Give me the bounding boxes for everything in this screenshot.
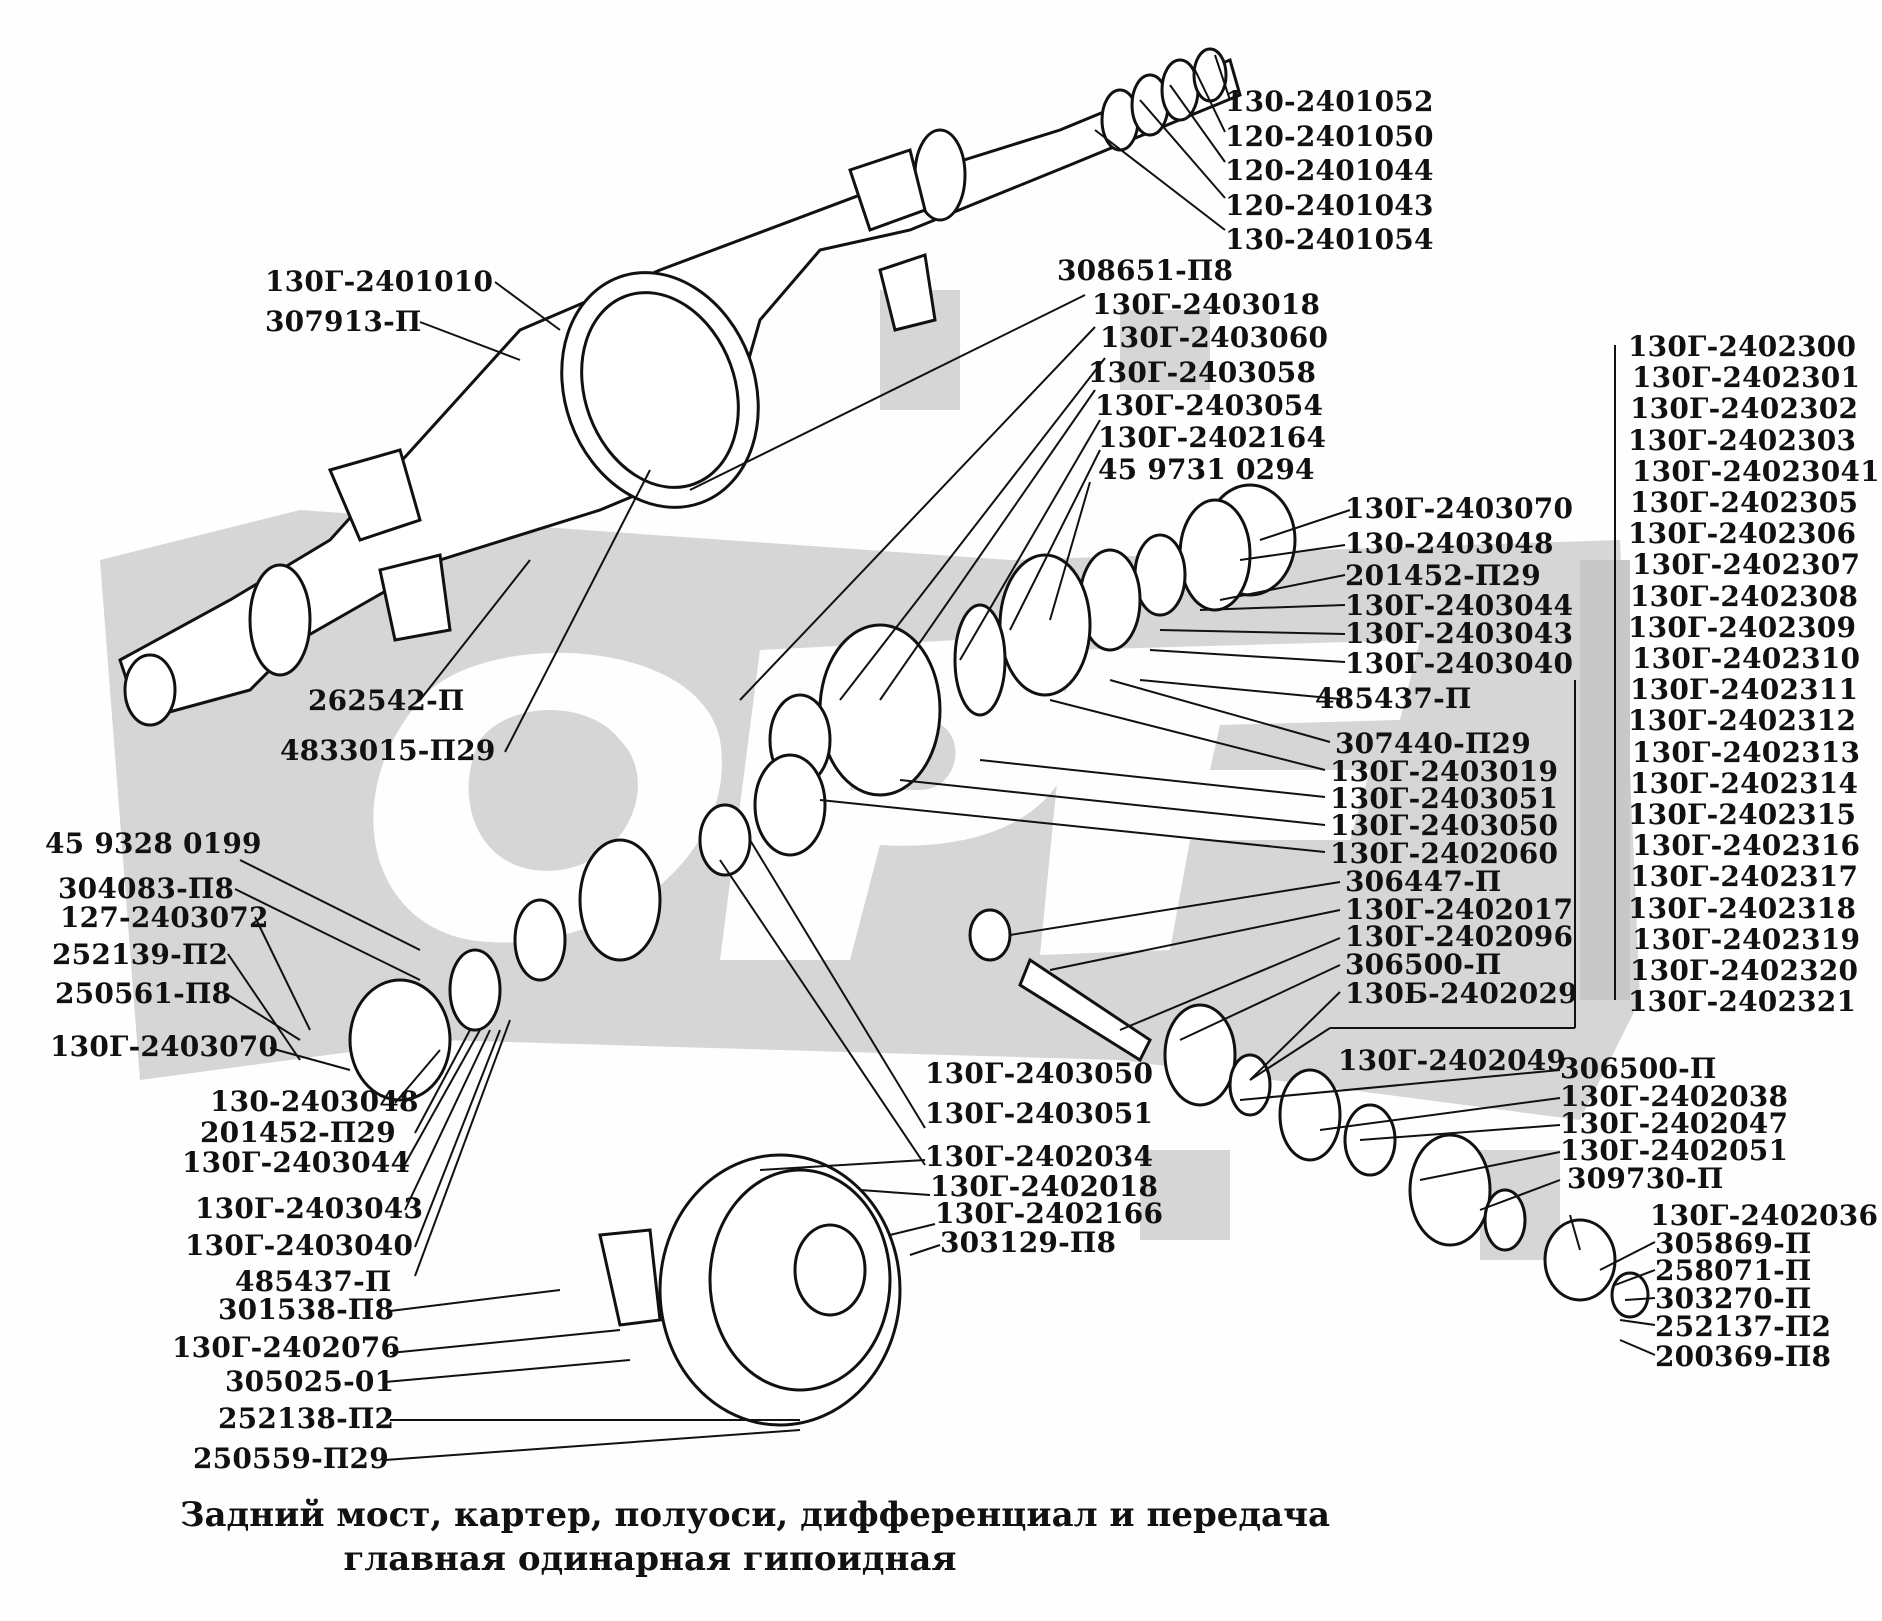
part-label: 130Г-2403050 <box>925 1057 1154 1090</box>
part-label: 252139-П2 <box>52 938 229 971</box>
part-label: 130Г-2403060 <box>1100 321 1329 354</box>
part-label: 130Г-2403070 <box>50 1030 279 1063</box>
part-label: 130-2403048 <box>210 1085 419 1118</box>
leader-lines <box>224 54 1656 1461</box>
part-label: 130Г-2403051 <box>1330 782 1559 815</box>
ratio-list-item: 130Г-2402316 <box>1632 829 1861 862</box>
ratio-list-item: 130Г-2402303 <box>1628 424 1857 457</box>
part-label: 130Г-2403040 <box>185 1229 414 1262</box>
ratio-list-item: 130Г-2402311 <box>1630 673 1859 706</box>
part-label: 307913-П <box>265 305 422 338</box>
part-label: 306500-П <box>1345 948 1502 981</box>
part-label: 130-2401052 <box>1225 85 1434 118</box>
part-label: 130Г-2402049 <box>1338 1044 1567 1077</box>
part-label: 130Г-2402166 <box>935 1197 1164 1230</box>
part-label: 130Г-2403044 <box>1345 589 1574 622</box>
part-label: 120-2401050 <box>1225 120 1434 153</box>
part-label: 130Г-2403050 <box>1330 809 1559 842</box>
ratio-list-item: 130Г-2402318 <box>1628 892 1857 925</box>
ratio-list-item: 130Г-2402313 <box>1632 736 1861 769</box>
ratio-list-item: 130Г-24023041 <box>1632 455 1880 488</box>
part-label: 120-2401043 <box>1225 189 1434 222</box>
part-label: 130Г-2402018 <box>930 1170 1159 1203</box>
part-label: 130Г-2402036 <box>1650 1199 1879 1232</box>
part-label: 262542-П <box>308 684 465 717</box>
ratio-list-item: 130Г-2402309 <box>1628 611 1857 644</box>
part-label: 485437-П <box>1315 682 1472 715</box>
part-label: 306500-П <box>1560 1052 1717 1085</box>
axle-housing-drawing <box>118 47 1242 727</box>
part-label: 201452-П29 <box>1345 559 1541 592</box>
part-label: 130Г-2403054 <box>1095 389 1324 422</box>
part-label: 130Г-2402164 <box>1098 421 1327 454</box>
diagram-caption-line2: главная одинарная гипоидная <box>343 1539 957 1579</box>
ratio-list-item: 130Г-2402307 <box>1632 548 1861 581</box>
part-label: 130Г-2402034 <box>925 1140 1154 1173</box>
part-label: 258071-П <box>1655 1254 1812 1287</box>
part-label: 301538-П8 <box>218 1293 395 1326</box>
part-label: 304083-П8 <box>58 872 235 905</box>
part-label: 127-2403072 <box>60 901 269 934</box>
part-label: 305869-П <box>1655 1227 1812 1260</box>
part-label: 130Г-2403040 <box>1345 647 1574 680</box>
part-label: 250559-П29 <box>193 1442 389 1475</box>
ratio-list-item: 130Г-2402308 <box>1630 580 1859 613</box>
part-label: 308651-П8 <box>1057 254 1234 287</box>
ratio-list-item: 130Г-2402302 <box>1630 392 1859 425</box>
part-label: 305025-01 <box>225 1365 395 1398</box>
part-label: 252138-П2 <box>218 1402 395 1435</box>
part-label: 309730-П <box>1567 1162 1724 1195</box>
part-label: 201452-П29 <box>200 1116 396 1149</box>
ratio-list-item: 130Г-2402300 <box>1628 330 1857 363</box>
part-label: 303270-П <box>1655 1282 1812 1315</box>
ratio-list-item: 130Г-2402305 <box>1630 486 1859 519</box>
part-label: 130Г-2402096 <box>1345 920 1574 953</box>
part-label: 130Г-2402017 <box>1345 893 1574 926</box>
ratio-list-item: 130Г-2402306 <box>1628 517 1857 550</box>
part-label: 200369-П8 <box>1655 1340 1832 1373</box>
part-label: 130Г-2402051 <box>1560 1134 1789 1167</box>
part-label: 130Г-2403058 <box>1088 356 1317 389</box>
ratio-list-item: 130Г-2402315 <box>1628 798 1857 831</box>
part-label: 120-2401044 <box>1225 154 1434 187</box>
part-label: 307440-П29 <box>1335 727 1531 760</box>
part-label: 130-2401054 <box>1225 223 1434 256</box>
part-label: 130Г-2403044 <box>182 1146 411 1179</box>
part-label: 485437-П <box>235 1265 392 1298</box>
part-label: 130Г-2403019 <box>1330 755 1559 788</box>
part-label: 130Г-2402047 <box>1560 1107 1789 1140</box>
ratio-list-item: 130Г-2402312 <box>1628 704 1857 737</box>
part-label: 130Г-2403043 <box>195 1192 424 1225</box>
part-label: 130Г-2403018 <box>1092 288 1321 321</box>
part-label: 306447-П <box>1345 865 1502 898</box>
ratio-list-item: 130Г-2402320 <box>1630 954 1859 987</box>
part-label: 130Б-2402029 <box>1345 977 1578 1010</box>
part-label: 45 9731 0294 <box>1098 453 1315 486</box>
part-label: 45 9328 0199 <box>45 827 262 860</box>
diagram-caption-line1: Задний мост, картер, полуоси, дифференци… <box>180 1495 1330 1535</box>
part-label: 130Г-2402060 <box>1330 837 1559 870</box>
ratio-list-item: 130Г-2402314 <box>1630 767 1859 800</box>
ratio-list-item: 130Г-2402310 <box>1632 642 1861 675</box>
part-label: 252137-П2 <box>1655 1310 1832 1343</box>
part-label: 130-2403048 <box>1345 527 1554 560</box>
ratio-list-item: 130Г-2402319 <box>1632 923 1861 956</box>
part-label: 130Г-2402076 <box>172 1331 401 1364</box>
part-label: 130Г-2401010 <box>265 265 494 298</box>
differential-drawing <box>348 483 1297 1102</box>
part-label: 130Г-2403051 <box>925 1097 1154 1130</box>
ratio-list-item: 130Г-2402321 <box>1628 985 1857 1018</box>
part-label: 250561-П8 <box>55 977 232 1010</box>
part-label: 303129-П8 <box>940 1226 1117 1259</box>
part-label: 130Г-2403070 <box>1345 492 1574 525</box>
part-label: 130Г-2403043 <box>1345 617 1574 650</box>
carrier-housing-drawing <box>598 1153 902 1427</box>
ratio-list-item: 130Г-2402301 <box>1632 361 1861 394</box>
part-label: 130Г-2402038 <box>1560 1080 1789 1113</box>
part-label: 4833015-П29 <box>280 734 496 767</box>
ratio-list-item: 130Г-2402317 <box>1630 860 1859 893</box>
